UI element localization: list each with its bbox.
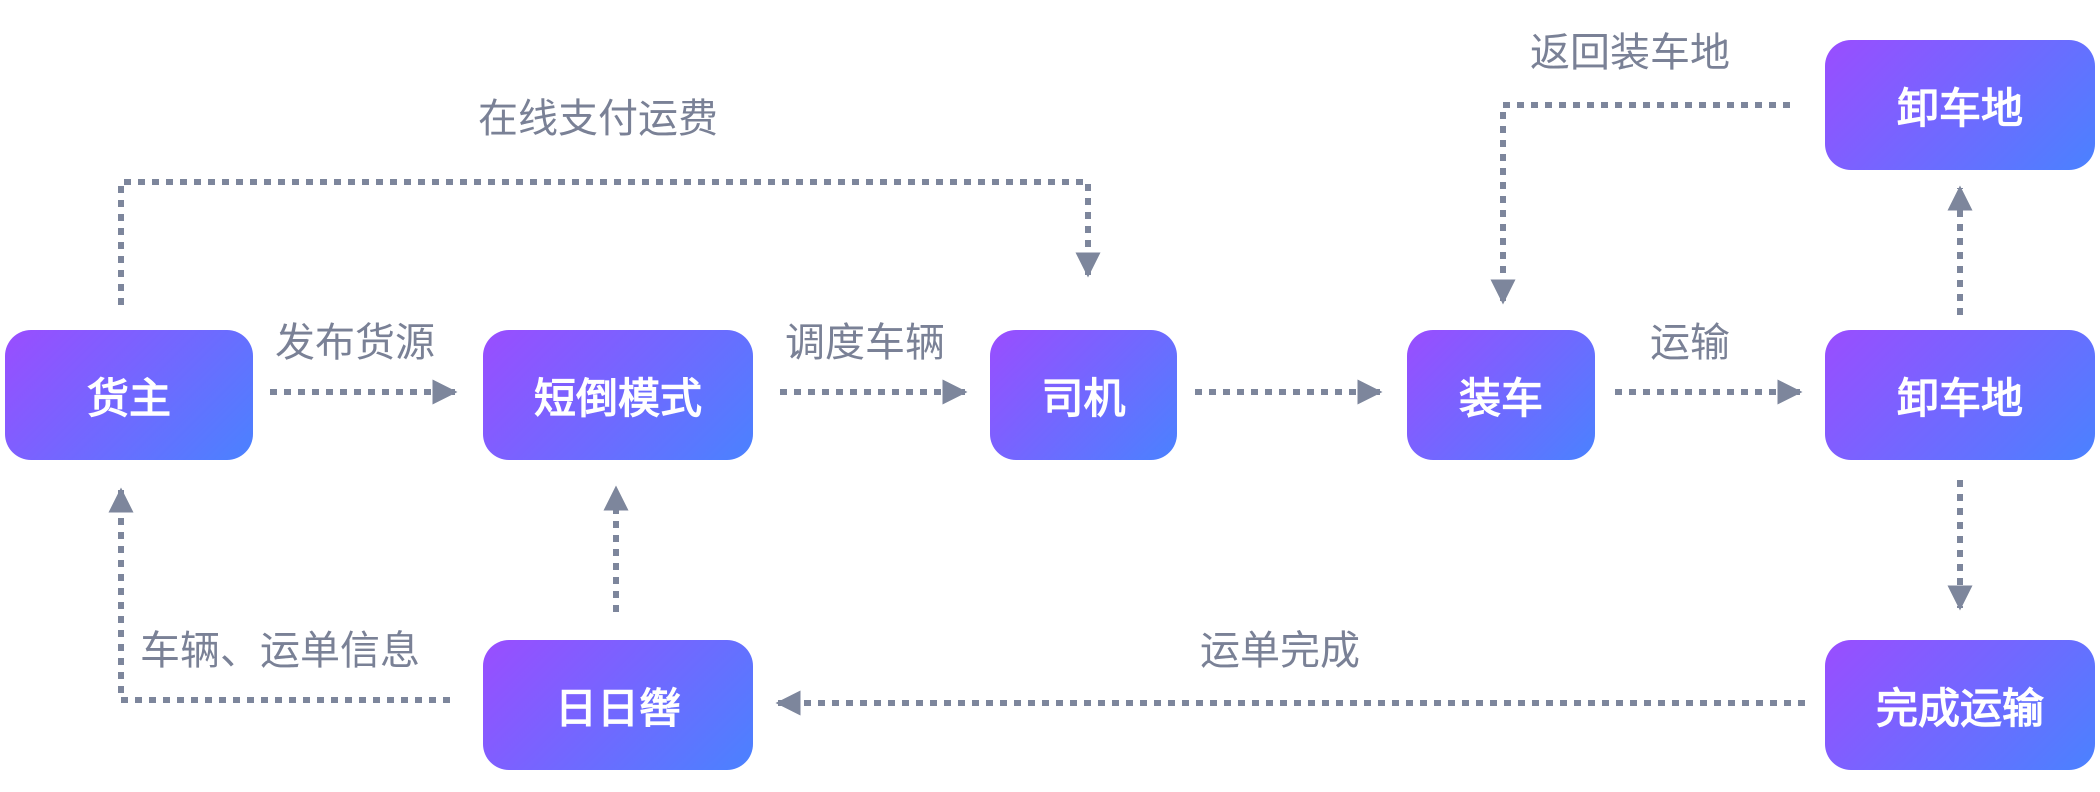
node-short-haul-mode: 短倒模式 xyxy=(483,330,753,460)
label-return-loading: 返回装车地 xyxy=(1530,20,1730,78)
node-complete-transport: 完成运输 xyxy=(1825,640,2095,770)
arrow-return-loading xyxy=(1503,105,1790,302)
node-shipper: 货主 xyxy=(5,330,253,460)
node-platform: 日日辔 xyxy=(483,640,753,770)
label-transport: 运输 xyxy=(1650,310,1730,368)
label-waybill-complete: 运单完成 xyxy=(1200,618,1360,676)
node-unload-top: 卸车地 xyxy=(1825,40,2095,170)
node-driver: 司机 xyxy=(990,330,1177,460)
label-vehicle-waybill-info: 车辆、运单信息 xyxy=(140,618,420,676)
label-publish-cargo: 发布货源 xyxy=(275,310,435,368)
arrow-online-payment xyxy=(121,182,1088,305)
label-dispatch-vehicle: 调度车辆 xyxy=(785,310,945,368)
node-loading: 装车 xyxy=(1407,330,1595,460)
node-unload-mid: 卸车地 xyxy=(1825,330,2095,460)
label-online-payment: 在线支付运费 xyxy=(478,86,718,144)
